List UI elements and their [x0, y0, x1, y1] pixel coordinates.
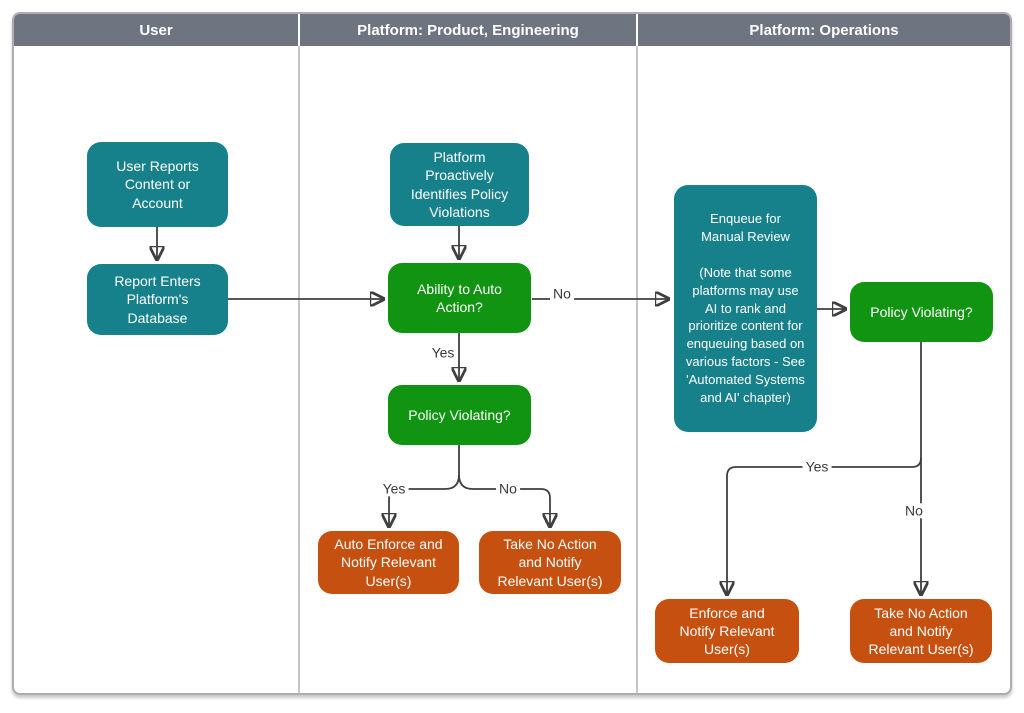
node-enqueue-manual-review: Enqueue for Manual Review (Note that som…: [674, 185, 817, 432]
lane-header-user: User: [14, 14, 298, 46]
node-take-no-action-ops-label: Take No Action and Notify Relevant User(…: [868, 604, 974, 658]
node-policy-violating-ops-label: Policy Violating?: [870, 303, 973, 320]
swimlane-frame: User Platform: Product, Engineering Plat…: [12, 12, 1012, 695]
node-report-enters-database: Report Enters Platform's Database: [87, 264, 228, 335]
node-ability-to-auto-action-label: Ability to Auto Action?: [417, 280, 502, 315]
node-ability-to-auto-action: Ability to Auto Action?: [388, 263, 531, 333]
node-policy-violating-product: Policy Violating?: [388, 385, 531, 445]
lane-header-operations: Platform: Operations: [638, 14, 1010, 46]
node-policy-violating-ops: Policy Violating?: [850, 282, 993, 342]
lane-header-user-label: User: [139, 21, 173, 39]
edge-label-ability-no: No: [550, 285, 574, 302]
edge-label-ops-yes: Yes: [802, 458, 832, 475]
node-platform-proactively-identifies-label: Platform Proactively Identifies Policy V…: [410, 149, 509, 220]
node-auto-enforce-notify-label: Auto Enforce and Notify Relevant User(s): [334, 536, 443, 589]
node-enqueue-manual-review-label: Enqueue for Manual Review (Note that som…: [685, 210, 806, 406]
node-platform-proactively-identifies: Platform Proactively Identifies Policy V…: [390, 143, 529, 226]
edge-label-product-yes: Yes: [379, 480, 409, 497]
lane-header-operations-label: Platform: Operations: [749, 21, 899, 39]
edge-policy-ops-yes-to-enforce: [727, 457, 922, 594]
node-take-no-action-ops: Take No Action and Notify Relevant User(…: [850, 599, 992, 663]
lane-divider-2: [636, 46, 638, 693]
lane-header-product-engineering-label: Platform: Product, Engineering: [357, 21, 579, 39]
node-enforce-notify-ops: Enforce and Notify Relevant User(s): [655, 599, 799, 663]
lane-header-product-engineering: Platform: Product, Engineering: [300, 14, 636, 46]
node-report-enters-database-label: Report Enters Platform's Database: [114, 273, 201, 326]
node-auto-enforce-notify: Auto Enforce and Notify Relevant User(s): [318, 531, 459, 594]
node-take-no-action-product-label: Take No Action and Notify Relevant User(…: [497, 536, 603, 589]
lane-divider-1: [298, 46, 300, 693]
node-user-reports-content-label: User Reports Content or Account: [116, 158, 199, 211]
edge-label-product-no: No: [496, 480, 520, 497]
edge-label-ops-no: No: [902, 502, 926, 519]
edge-label-ability-yes: Yes: [428, 344, 458, 361]
node-take-no-action-product: Take No Action and Notify Relevant User(…: [479, 531, 621, 594]
node-user-reports-content: User Reports Content or Account: [87, 142, 228, 227]
node-policy-violating-product-label: Policy Violating?: [408, 406, 511, 423]
node-enforce-notify-ops-label: Enforce and Notify Relevant User(s): [679, 604, 775, 658]
